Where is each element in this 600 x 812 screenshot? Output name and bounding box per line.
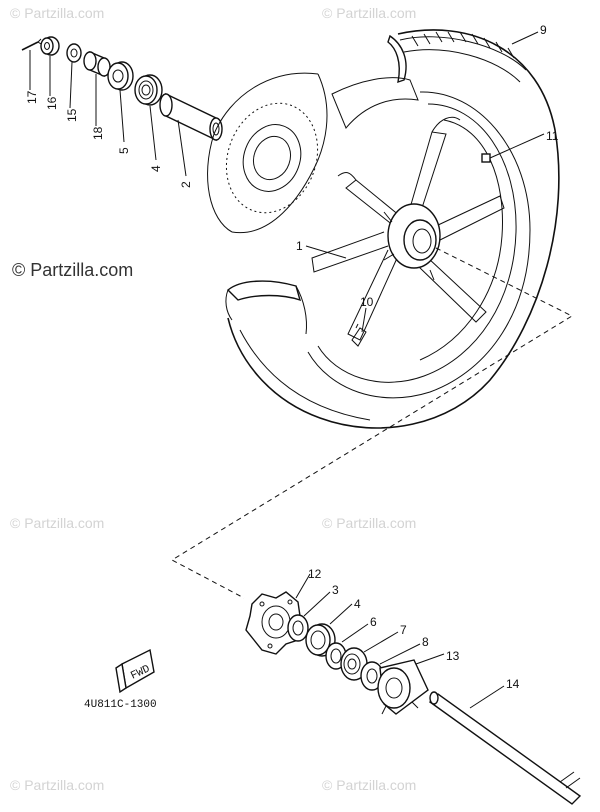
part-4-bearing xyxy=(134,74,163,106)
part-8-collar xyxy=(360,661,384,691)
callout-7: 7 xyxy=(400,623,407,637)
callout-15: 15 xyxy=(65,108,79,122)
callout-14: 14 xyxy=(506,677,520,691)
callout-17: 17 xyxy=(25,90,39,104)
drawing-code: 4U811C-1300 xyxy=(84,699,157,711)
brake-disc xyxy=(207,72,328,234)
watermark-bottom-right: © Partzilla.com xyxy=(322,777,416,793)
callout-1: 1 xyxy=(296,239,303,253)
watermark-center-left: © Partzilla.com xyxy=(12,260,133,280)
callout-6: 6 xyxy=(370,615,377,629)
part-16-nut xyxy=(40,36,60,56)
part-13-gear-unit xyxy=(377,659,429,715)
callout-11: 11 xyxy=(546,129,559,143)
watermark-top-left: © Partzilla.com xyxy=(10,5,104,21)
watermarks: © Partzilla.com © Partzilla.com © Partzi… xyxy=(10,5,416,793)
callout-5: 5 xyxy=(117,147,131,154)
callout-10: 10 xyxy=(360,295,374,309)
callout-4-top: 4 xyxy=(149,165,163,172)
watermark-bottom-left: © Partzilla.com xyxy=(10,777,104,793)
axle-parts-top xyxy=(21,36,223,177)
part-17-pin xyxy=(21,38,42,51)
callout-labels: 17 16 15 18 5 4 2 9 11 1 10 12 3 4 6 7 8… xyxy=(25,23,559,691)
part-18-collar xyxy=(83,50,111,78)
part-2-spacer-tube xyxy=(159,92,223,142)
callout-18: 18 xyxy=(91,126,105,140)
alignment-guide xyxy=(170,247,574,599)
callout-8: 8 xyxy=(422,635,429,649)
part-14-axle xyxy=(428,691,582,805)
wheel-assembly xyxy=(225,29,560,429)
part-3-ring xyxy=(287,614,309,642)
part-4-bearing-lower xyxy=(305,623,336,657)
watermark-top-right: © Partzilla.com xyxy=(322,5,416,21)
callout-2: 2 xyxy=(179,181,193,188)
callout-16: 16 xyxy=(45,96,59,110)
watermark-mid-left: © Partzilla.com xyxy=(10,515,104,531)
callout-13: 13 xyxy=(446,649,460,663)
fwd-direction-tag: FWD xyxy=(115,648,155,694)
callout-9: 9 xyxy=(540,23,547,37)
callout-3: 3 xyxy=(332,583,339,597)
callout-4-bottom: 4 xyxy=(354,597,361,611)
callout-12: 12 xyxy=(308,567,322,581)
part-5-spacer xyxy=(107,61,134,91)
watermark-mid-right: © Partzilla.com xyxy=(322,515,416,531)
part-15-washer xyxy=(66,43,82,63)
hub-parts-bottom xyxy=(245,573,582,805)
wheel-hub xyxy=(383,203,441,281)
part-10-valve xyxy=(351,323,367,347)
part-11-weight xyxy=(481,153,491,163)
